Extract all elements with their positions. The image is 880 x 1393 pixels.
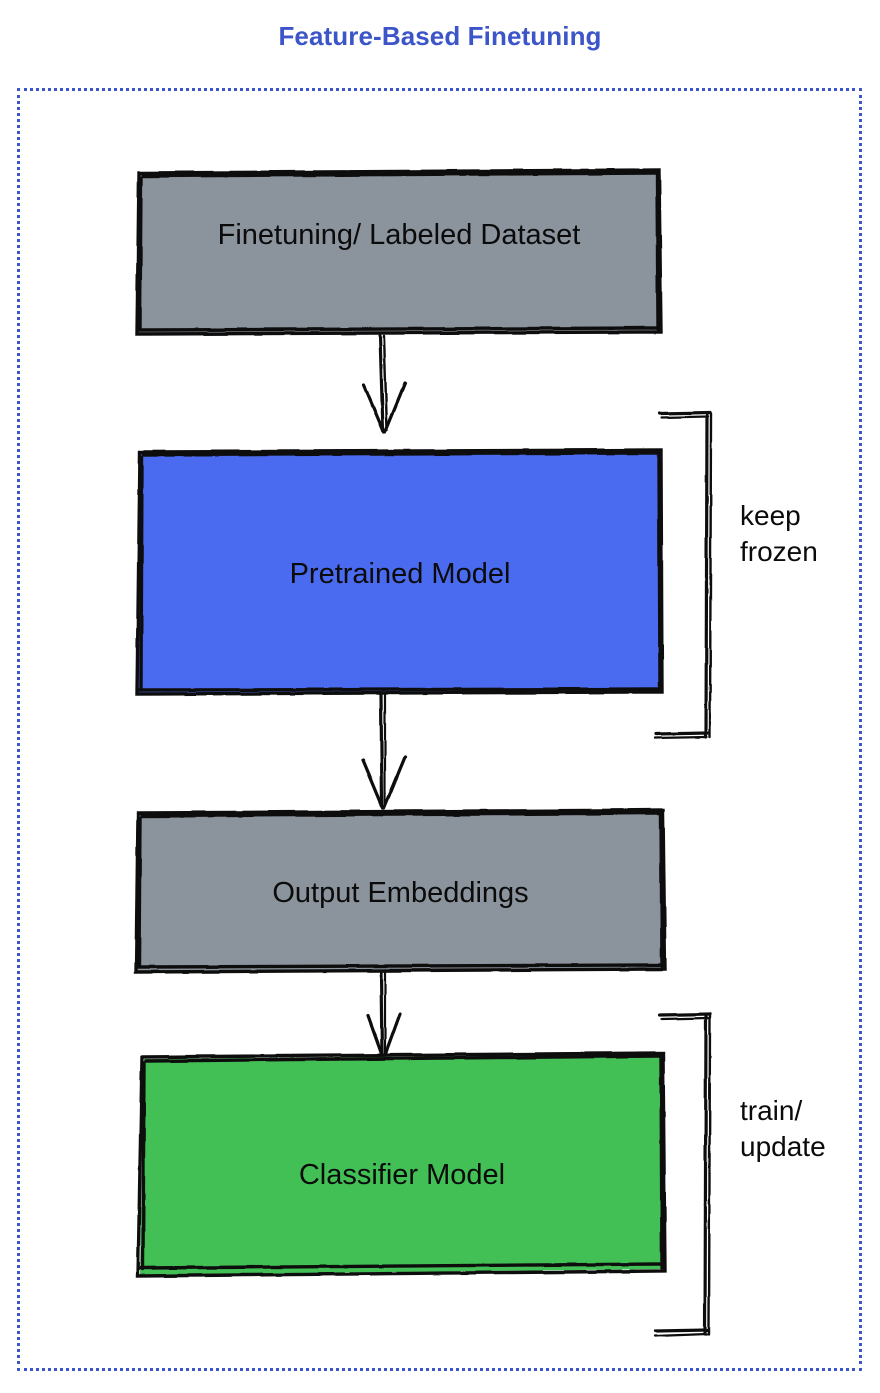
diagram-outer-frame [17, 88, 862, 1371]
annotation-keep-frozen: keep frozen [740, 500, 818, 567]
node-label-finetuning-dataset: Finetuning/ Labeled Dataset [217, 219, 581, 251]
node-label-output-embeddings: Output Embeddings [272, 877, 529, 909]
page-title: Feature-Based Finetuning [278, 21, 602, 51]
node-label-classifier-model: Classifier Model [298, 1159, 506, 1191]
annotation-train-update: train/ update [740, 1095, 826, 1162]
node-label-pretrained-model: Pretrained Model [289, 558, 511, 590]
